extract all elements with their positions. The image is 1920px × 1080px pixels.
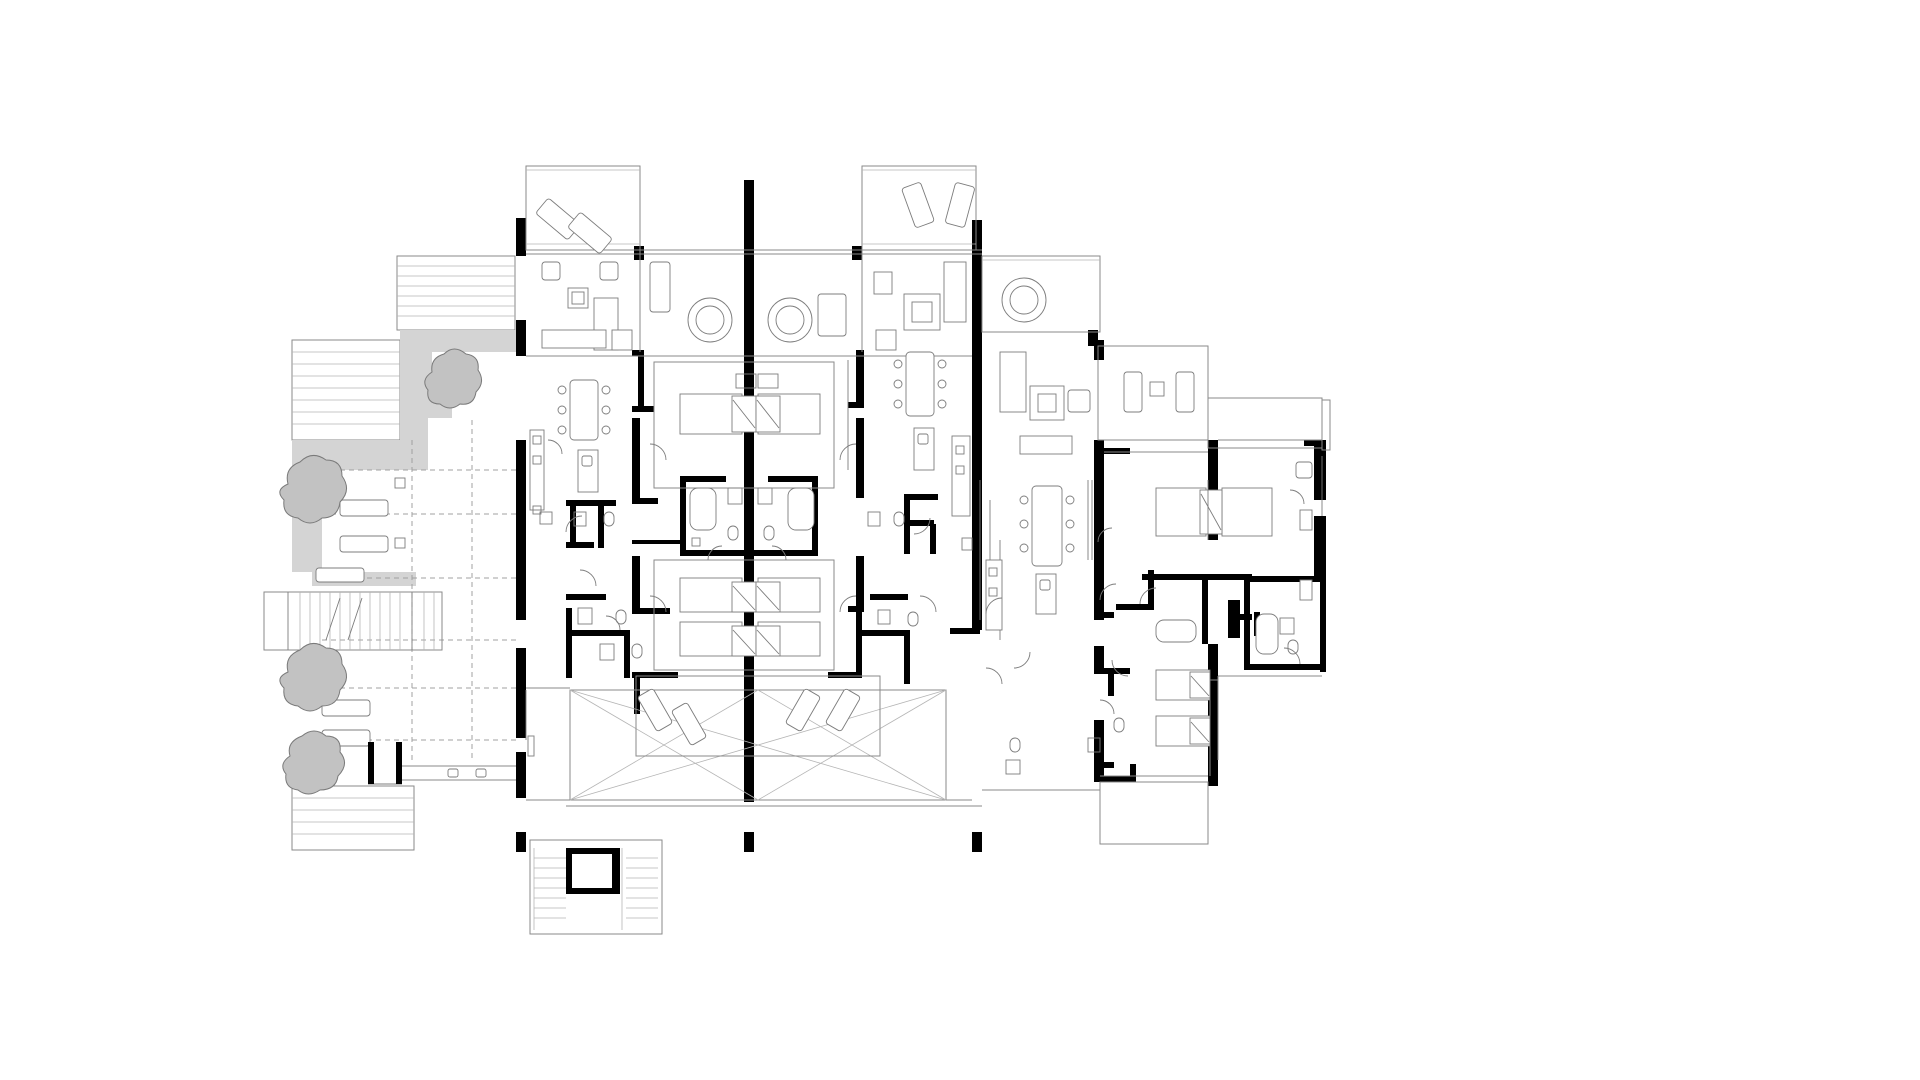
left-terrace [263, 255, 521, 851]
courtyard-loungers [637, 688, 861, 746]
paving [292, 330, 518, 572]
furniture [529, 182, 1313, 775]
decking-bottom [291, 785, 415, 851]
outdoor-counter [368, 765, 521, 785]
center-bedrooms [653, 361, 835, 671]
right-center-living [873, 261, 971, 517]
doors [547, 439, 1305, 715]
center-bathroom-fixtures [689, 487, 815, 547]
lower-left-bath [577, 607, 643, 661]
striped-canopy [263, 591, 443, 651]
right-center-bath [867, 511, 973, 627]
annex-balcony-loungers [1123, 371, 1195, 413]
decking-top [291, 255, 516, 441]
terrace-loungers [315, 477, 406, 747]
center-left-living [649, 261, 847, 343]
annex-living [985, 277, 1091, 631]
walls [516, 180, 1326, 894]
balcony-loungers-left [536, 198, 612, 254]
windows [525, 360, 1323, 757]
tree [279, 455, 347, 524]
left-unit-living [529, 261, 633, 515]
pergola-grid [322, 420, 520, 760]
left-unit-bath [539, 511, 615, 527]
annex-bedrooms [1155, 461, 1313, 747]
annex-bath-fixtures [1005, 613, 1299, 775]
trees [279, 348, 482, 795]
balcony-loungers-right [901, 182, 975, 228]
tree [282, 730, 345, 795]
tree [424, 348, 482, 409]
tree [279, 643, 347, 712]
